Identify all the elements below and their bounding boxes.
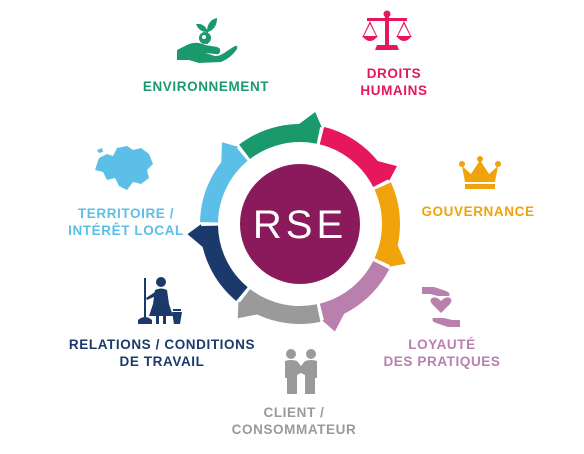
region-map-icon bbox=[95, 146, 153, 190]
ring-segment-gouvernance bbox=[374, 182, 400, 266]
scales-of-justice-icon bbox=[362, 10, 412, 50]
crown-icon bbox=[459, 156, 501, 189]
label-client: CLIENT /CONSOMMATEUR bbox=[231, 405, 357, 437]
heart-in-hands-icon bbox=[422, 287, 460, 327]
label-gouvernance: GOUVERNANCE bbox=[421, 204, 535, 219]
ring-segment-client bbox=[239, 289, 321, 324]
ring-arrow-environnement bbox=[297, 112, 322, 128]
ring-arrow-client bbox=[237, 301, 260, 319]
label-environnement: ENVIRONNEMENT bbox=[142, 79, 270, 94]
label-territoire: TERRITOIRE /INTÉRÊT LOCAL bbox=[68, 206, 184, 238]
plant-in-hand-icon bbox=[177, 18, 238, 63]
ring-arrow-gouvernance bbox=[389, 243, 406, 267]
ring-arrow-droits bbox=[376, 160, 398, 181]
ring-segment-relations bbox=[200, 225, 248, 302]
ring-arrow-loyaute bbox=[322, 312, 345, 332]
ring-segment-droits bbox=[319, 126, 390, 187]
ring-arrow-territoire bbox=[221, 142, 239, 165]
handshake-icon bbox=[285, 349, 317, 394]
ring-arrow-relations bbox=[187, 224, 204, 249]
center-label: RSE bbox=[253, 203, 347, 247]
ring-segment-environnement bbox=[239, 124, 321, 159]
ring-segment-loyaute bbox=[319, 260, 390, 322]
center-circle bbox=[240, 164, 360, 284]
cleaning-worker-icon bbox=[138, 277, 182, 324]
ring-segment-territoire bbox=[200, 147, 248, 223]
